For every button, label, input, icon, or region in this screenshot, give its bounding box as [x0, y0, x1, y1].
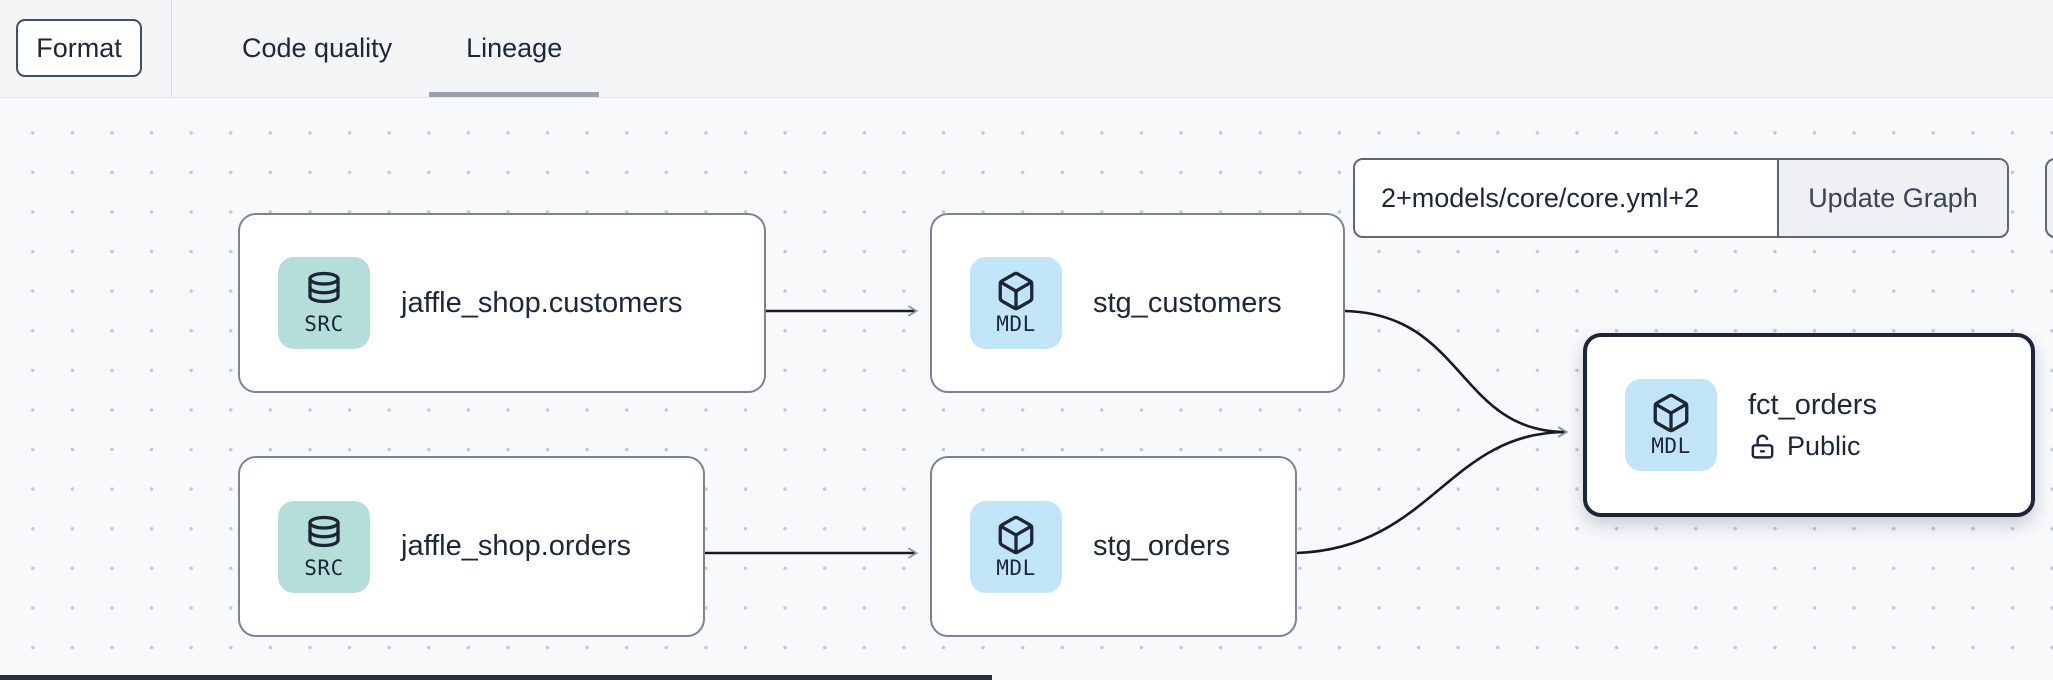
- cube-icon: [998, 271, 1034, 311]
- update-graph-button[interactable]: Update Graph: [1779, 160, 2007, 236]
- bottom-panel-edge: [0, 675, 992, 680]
- source-type-chip: SRC: [278, 500, 370, 593]
- toolbar-divider: [171, 0, 172, 97]
- cube-icon: [998, 515, 1034, 554]
- tab-lineage[interactable]: Lineage: [429, 0, 600, 97]
- lineage-selector-input[interactable]: [1355, 160, 1777, 236]
- unlock-icon: [1751, 434, 1774, 459]
- cube-icon: [1653, 393, 1689, 433]
- source-type-chip: SRC: [278, 257, 370, 349]
- model-type-chip: MDL: [970, 257, 1062, 349]
- node-stg-customers[interactable]: MDL stg_customers: [930, 213, 1345, 393]
- node-label: stg_orders: [1093, 530, 1231, 562]
- node-label: jaffle_shop.customers: [401, 286, 683, 319]
- editor-toolbar: Format Code quality Lineage: [0, 0, 2053, 98]
- model-type-chip: MDL: [1625, 379, 1717, 471]
- clipped-right-button[interactable]: [2045, 158, 2053, 238]
- node-label: fct_orders: [1748, 388, 1877, 421]
- node-label: jaffle_shop.orders: [401, 530, 632, 562]
- node-jaffle-shop-orders[interactable]: SRC jaffle_shop.orders: [238, 456, 705, 637]
- node-jaffle-shop-customers[interactable]: SRC jaffle_shop.customers: [238, 213, 766, 393]
- model-type-chip: MDL: [970, 500, 1062, 593]
- tab-bar: Code quality Lineage: [205, 0, 600, 97]
- node-type-label: MDL: [996, 312, 1036, 336]
- node-type-label: MDL: [1651, 434, 1691, 458]
- access-badge: Public: [1748, 431, 1877, 462]
- node-type-label: SRC: [304, 555, 344, 580]
- node-type-label: SRC: [304, 312, 344, 336]
- database-icon: [308, 271, 340, 304]
- tab-code-quality[interactable]: Code quality: [242, 33, 393, 63]
- database-icon: [308, 515, 340, 547]
- node-type-label: MDL: [996, 555, 1036, 580]
- format-button[interactable]: Format: [16, 19, 142, 77]
- node-fct-orders[interactable]: MDL fct_orders Public: [1583, 333, 2035, 517]
- node-label: stg_customers: [1093, 286, 1282, 319]
- graph-filter-bar: Update Graph: [1353, 158, 2009, 238]
- node-stg-orders[interactable]: MDL stg_orders: [930, 456, 1297, 637]
- access-label: Public: [1787, 430, 1861, 461]
- filter-separator: [1777, 160, 1779, 236]
- node-text: fct_orders Public: [1748, 389, 1877, 462]
